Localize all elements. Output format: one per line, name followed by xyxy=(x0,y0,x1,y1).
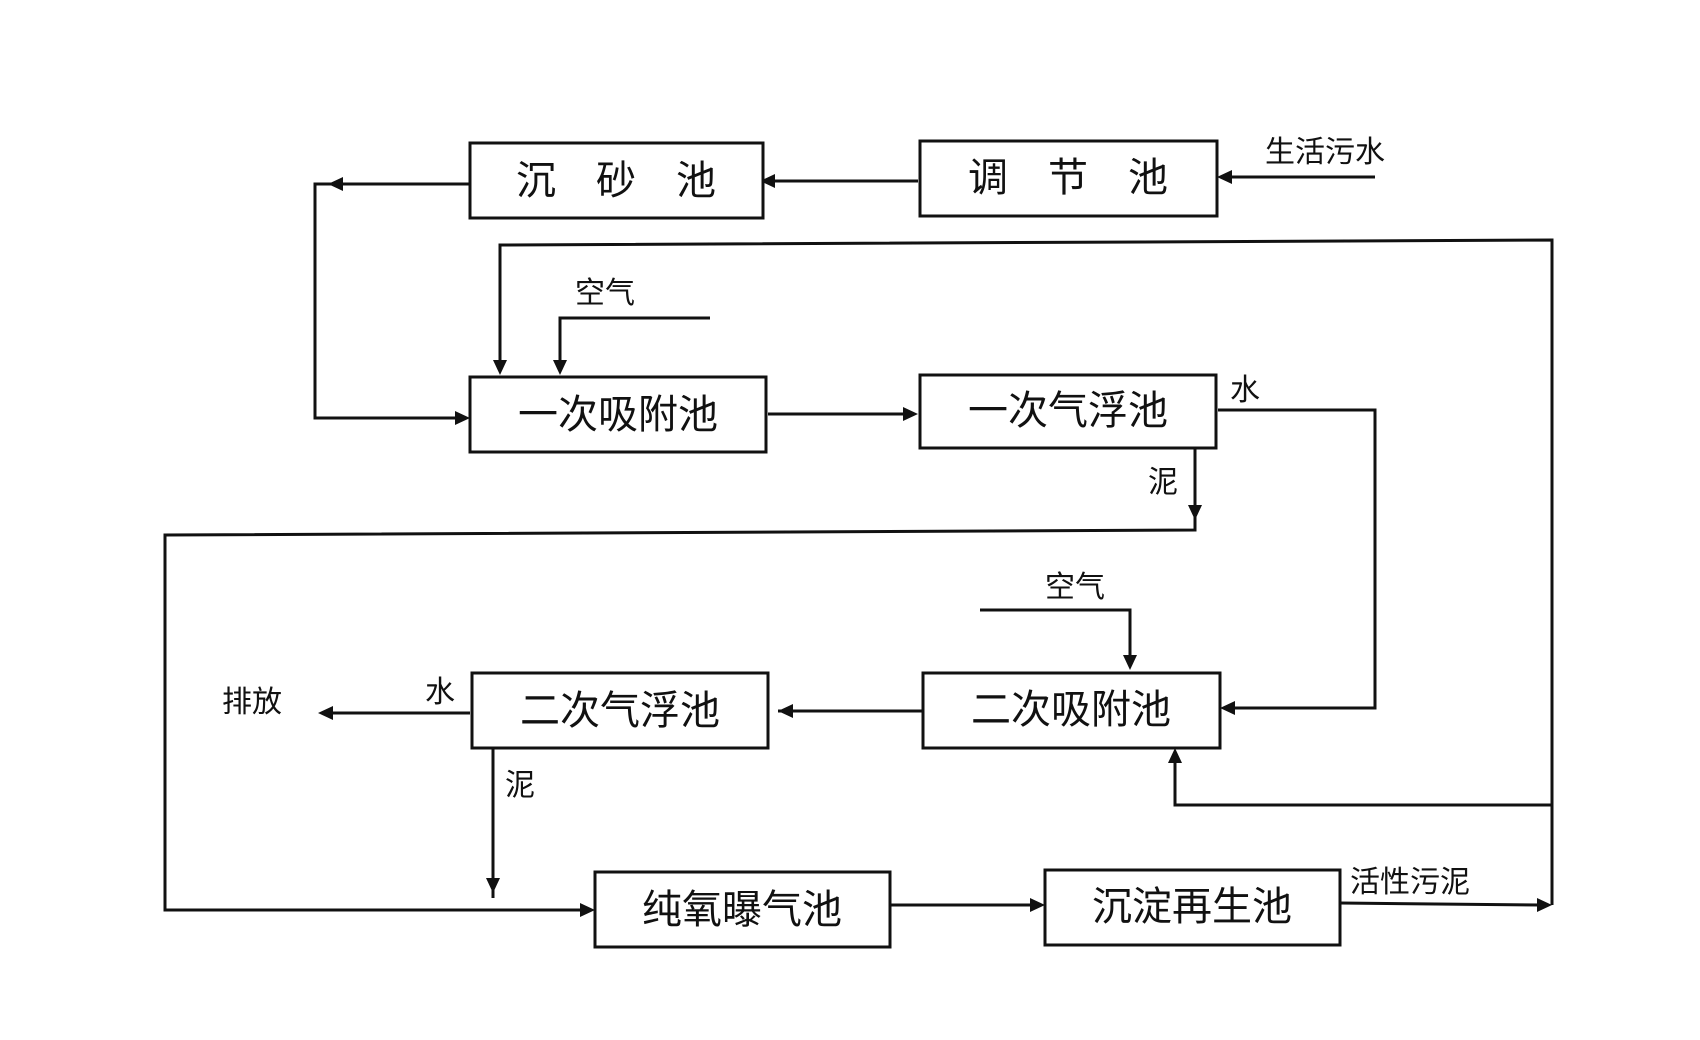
arrow-discharge xyxy=(318,706,333,720)
grit-to-adsorption1-line xyxy=(313,182,470,420)
arrow-into-adsorption2-water xyxy=(1220,701,1235,715)
arrow-into-adsorption2-recycle xyxy=(1168,748,1182,763)
arrow-activated-sludge xyxy=(1537,898,1552,912)
edge-labels: 生活污水 空气 水 泥 空气 水 排放 泥 活性污泥 xyxy=(222,135,1470,900)
node-label-flotation1: 一次气浮池 xyxy=(968,388,1168,434)
arrow-into-adsorption1-air xyxy=(553,360,567,375)
label-discharge: 排放 xyxy=(222,685,282,720)
node-pure-oxygen-aeration: 纯氧曝气池 xyxy=(593,870,892,949)
arrow-flotation1-sludge xyxy=(1188,505,1202,520)
flotation1-water-line xyxy=(1218,408,1377,710)
node-label-flotation2: 二次气浮池 xyxy=(520,688,720,734)
label-activated-sludge: 活性污泥 xyxy=(1350,865,1470,900)
node-secondary-flotation: 二次气浮池 xyxy=(470,671,770,750)
label-sludge-1: 泥 xyxy=(1148,465,1178,500)
node-grit-chamber: 沉 砂 池 xyxy=(468,141,765,220)
label-air-2: 空气 xyxy=(1045,570,1105,605)
node-label-equalization: 调 节 池 xyxy=(968,155,1168,201)
label-water-2: 水 xyxy=(425,675,455,710)
activated-sludge-line xyxy=(1339,901,1541,907)
label-air-1: 空气 xyxy=(575,276,635,311)
flotation1-sludge-line xyxy=(163,448,1197,912)
connectors xyxy=(163,175,1554,912)
node-equalization-tank: 调 节 池 xyxy=(918,139,1219,218)
air1-line xyxy=(558,316,710,360)
arrow-into-grit xyxy=(760,174,775,188)
label-sludge-2: 泥 xyxy=(505,768,535,803)
node-primary-adsorption: 一次吸附池 xyxy=(468,375,768,454)
arrow-into-equalization xyxy=(1217,170,1232,184)
node-label-settling-regen: 沉淀再生池 xyxy=(1092,884,1292,930)
node-primary-flotation: 一次气浮池 xyxy=(918,373,1218,450)
arrow-into-oxygen-aeration xyxy=(580,903,595,917)
arrow-into-adsorption1-left xyxy=(455,411,470,425)
air2-line xyxy=(980,608,1132,660)
label-water-1: 水 xyxy=(1230,373,1260,408)
node-label-oxygen-aeration: 纯氧曝气池 xyxy=(642,887,842,933)
node-label-adsorption1: 一次吸附池 xyxy=(518,392,718,438)
arrow-grit-outlet xyxy=(328,177,343,191)
node-settling-regeneration: 沉淀再生池 xyxy=(1043,868,1342,947)
node-label-grit: 沉 砂 池 xyxy=(516,158,716,204)
arrow-into-flotation1 xyxy=(903,407,918,421)
arrow-into-adsorption2-air xyxy=(1123,655,1137,670)
arrow-into-adsorption1-recycle xyxy=(493,360,507,375)
label-domestic-sewage: 生活污水 xyxy=(1265,135,1385,170)
arrow-into-flotation2 xyxy=(778,704,793,718)
recycle-to-adsorption1-line xyxy=(498,238,1554,905)
arrowheads xyxy=(318,170,1552,917)
arrow-flotation2-sludge xyxy=(486,878,500,893)
recycle-to-adsorption2-line xyxy=(1173,760,1552,807)
node-label-adsorption2: 二次吸附池 xyxy=(971,687,1171,733)
arrow-into-settling-regen xyxy=(1030,898,1045,912)
node-secondary-adsorption: 二次吸附池 xyxy=(921,671,1222,750)
